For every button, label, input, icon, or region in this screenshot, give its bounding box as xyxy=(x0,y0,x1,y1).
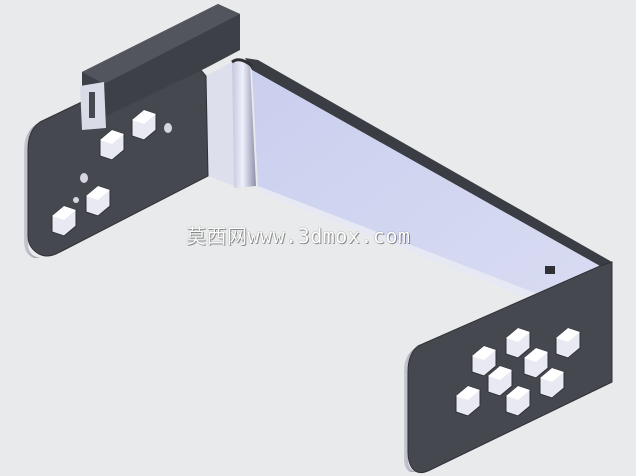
hex-hole xyxy=(51,205,77,237)
hex-hole xyxy=(99,129,125,161)
hex-hole xyxy=(555,327,581,359)
round-hole xyxy=(80,173,88,183)
left-bend-top-edge xyxy=(231,58,253,68)
left-tab xyxy=(24,4,240,258)
left-round-holes xyxy=(73,123,172,203)
watermark-text: 莫西网www.3dmox.com xyxy=(186,224,411,248)
hex-hole xyxy=(505,385,531,417)
right-hex-holes xyxy=(455,327,581,417)
round-hole xyxy=(164,123,172,133)
left-hex-holes xyxy=(51,109,157,237)
hex-hole xyxy=(455,385,481,417)
hex-hole xyxy=(487,365,513,397)
hex-hole xyxy=(85,185,111,217)
back-wall xyxy=(245,58,612,326)
notch xyxy=(545,266,555,274)
left-bend-rounded xyxy=(232,62,256,188)
back-wall-top-edge xyxy=(245,58,612,266)
clip-slot-tongue xyxy=(89,92,95,118)
left-bend xyxy=(206,58,256,188)
back-wall-bottom-edge xyxy=(258,186,600,326)
left-tab-upper-top xyxy=(82,4,240,84)
right-tab xyxy=(404,261,613,474)
hex-hole xyxy=(539,367,565,399)
right-tab-face xyxy=(407,261,613,474)
round-hole xyxy=(73,197,79,203)
hex-hole xyxy=(131,109,157,141)
hex-hole xyxy=(523,347,549,379)
back-wall-inner-face xyxy=(252,70,600,318)
hex-hole xyxy=(471,345,497,377)
left-bend-face xyxy=(206,62,234,186)
hex-hole xyxy=(505,327,531,359)
